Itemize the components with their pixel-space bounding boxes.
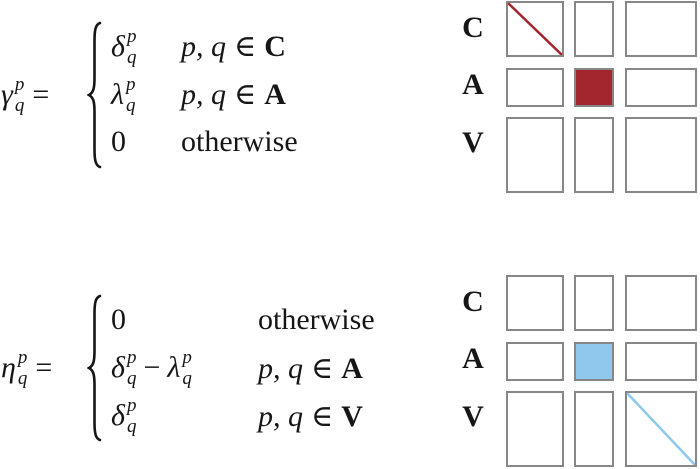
matrix-cell	[506, 275, 564, 331]
case-value: λ p q	[111, 75, 181, 115]
matrix-cell	[506, 391, 564, 467]
equation-eta-lhs: η p q =	[1, 348, 52, 388]
superscript: p	[14, 73, 25, 95]
matrix-cell	[574, 68, 614, 107]
delta-symbol: δ	[111, 399, 125, 432]
superscript: p	[182, 347, 192, 368]
element-of-symbol: ∈	[311, 350, 334, 386]
diagonal-line-icon	[627, 393, 695, 465]
case-value: δ p q − λ p q	[111, 348, 258, 388]
matrix-row-label-a: A	[462, 342, 484, 375]
superscript: p	[126, 73, 136, 95]
equation-gamma: γ p q = δ p q	[1, 21, 431, 168]
case-value: δ p q	[111, 27, 181, 67]
eta-matrix: C A V	[462, 275, 697, 467]
matrix-cell	[574, 391, 614, 467]
zero-value: 0	[111, 303, 126, 336]
case-value: δ p q	[111, 396, 258, 436]
case-condition: p, q ∈ A	[181, 77, 286, 112]
superscript: p	[126, 395, 137, 416]
matrix-cell	[625, 68, 697, 107]
cases-rows: δ p q p, q ∈ C λ	[111, 23, 298, 166]
matrix-cell	[574, 117, 614, 193]
matrix-cell	[625, 117, 697, 193]
gamma-term: γ p q	[1, 75, 24, 115]
left-brace-icon	[87, 294, 102, 442]
equation-eta: η p q = 0 otherwise	[1, 294, 431, 442]
matrix-cell	[506, 117, 564, 193]
case-condition: otherwise	[181, 125, 298, 159]
gamma-scripts: p q	[15, 75, 25, 115]
eta-term: η p q	[1, 348, 27, 388]
case-value: 0	[111, 303, 258, 337]
lambda-symbol: λ	[167, 351, 181, 384]
equation-gamma-lhs: γ p q =	[1, 75, 49, 115]
zero-value: 0	[111, 125, 126, 159]
subscript: q	[126, 46, 137, 68]
matrix-cell	[574, 342, 614, 381]
superscript: p	[126, 25, 137, 47]
matrix-cell	[574, 275, 614, 331]
cases-rows: 0 otherwise δ p q −	[111, 296, 375, 440]
delta-symbol: δ	[111, 29, 125, 63]
matrix-cell	[625, 342, 697, 381]
case-condition: p, q ∈ C	[181, 29, 286, 65]
case-row: λ p q p, q ∈ A	[111, 71, 298, 119]
case-row: δ p q p, q ∈ C	[111, 23, 298, 71]
set-letter: A	[264, 78, 286, 111]
matrix-cell	[506, 342, 564, 381]
superscript: p	[17, 347, 28, 368]
subscript: q	[126, 94, 136, 116]
matrix-cell	[625, 391, 697, 467]
case-row: δ p q p, q ∈ V	[111, 392, 375, 440]
eta-scripts: p q	[18, 348, 28, 388]
matrix-cell	[625, 275, 697, 331]
equals-sign: =	[35, 351, 53, 384]
gamma-matrix: C A V	[462, 1, 697, 193]
superscript: p	[126, 347, 137, 368]
matrix-row-label-v: V	[462, 400, 484, 433]
element-of-symbol: ∈	[234, 77, 257, 112]
case-row: δ p q − λ p q	[111, 344, 375, 392]
set-letter: A	[341, 351, 363, 385]
set-letter: V	[341, 399, 363, 433]
eta-symbol: η	[1, 351, 16, 384]
otherwise-label: otherwise	[181, 125, 298, 159]
case-row: 0 otherwise	[111, 296, 375, 344]
subscript: q	[126, 368, 137, 389]
matrix-row-label-c: C	[462, 11, 484, 44]
subscript: q	[17, 368, 28, 389]
subscript: q	[182, 368, 192, 389]
matrix-row-label-v: V	[462, 126, 484, 159]
element-of-symbol: ∈	[234, 29, 257, 65]
minus-sign: −	[143, 351, 161, 384]
subscript: q	[14, 94, 25, 116]
case-value: 0	[111, 125, 181, 159]
matrix-cell	[625, 1, 697, 57]
set-letter: C	[264, 30, 286, 64]
delta-symbol: δ	[111, 351, 125, 384]
equals-sign: =	[32, 77, 50, 111]
matrix-cell	[574, 1, 614, 57]
element-of-symbol: ∈	[311, 398, 334, 434]
otherwise-label: otherwise	[258, 303, 375, 336]
diagonal-line-icon	[508, 3, 562, 55]
lambda-symbol: λ	[111, 77, 124, 111]
case-row: 0 otherwise	[111, 118, 298, 166]
case-condition: p, q ∈ A	[258, 350, 363, 386]
subscript: q	[126, 416, 137, 437]
matrix-row-label-a: A	[462, 68, 484, 101]
left-brace-icon	[87, 21, 102, 168]
gamma-symbol: γ	[1, 77, 13, 111]
matrix-cell	[506, 68, 564, 107]
case-condition: p, q ∈ V	[258, 398, 363, 434]
matrix-row-label-c: C	[462, 285, 484, 318]
case-condition: otherwise	[258, 303, 375, 337]
matrix-cell	[506, 1, 564, 57]
